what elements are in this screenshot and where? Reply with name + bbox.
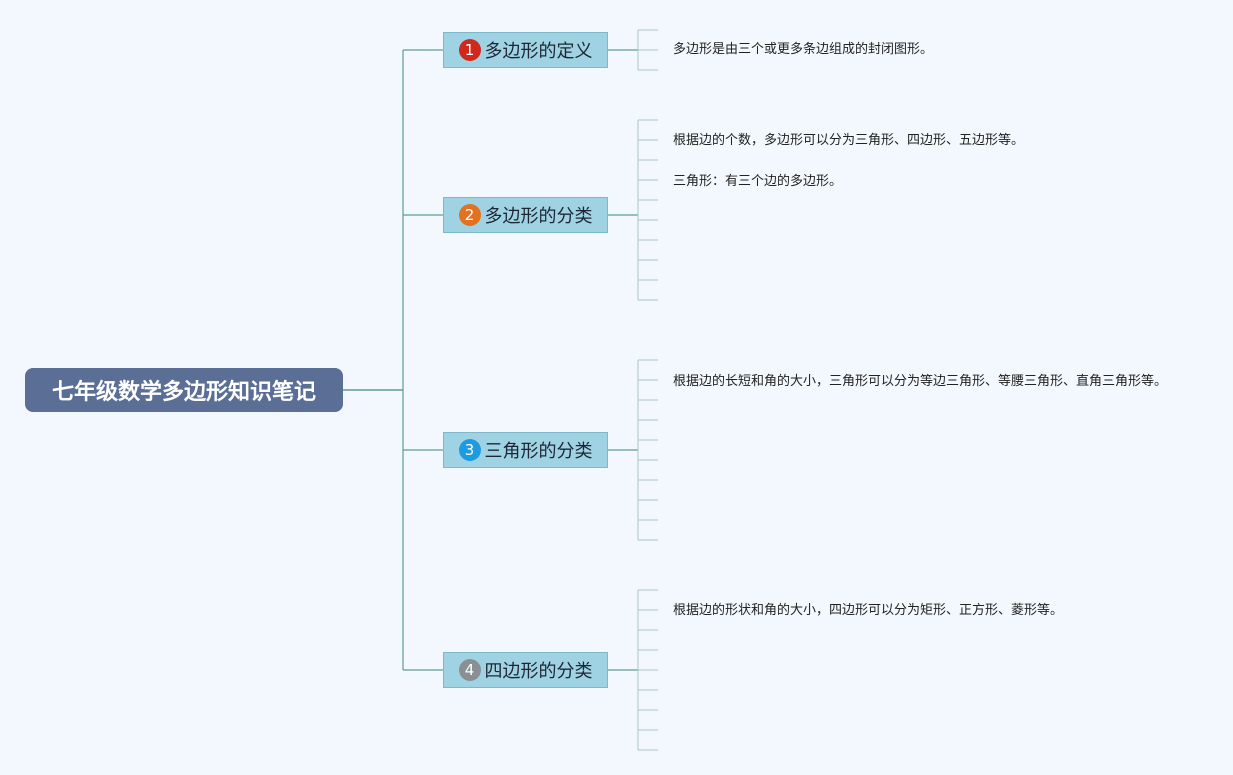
note-quadrilateral-types: 根据边的形状和角的大小，四边形可以分为矩形、正方形、菱形等。 [673,603,1064,618]
number-4-icon: 4 [458,659,481,681]
branch-label: 多边形的分类 [484,206,593,227]
number-3-icon: 3 [458,439,481,461]
branch-polygon-classification[interactable]: 2 多边形的分类 [443,197,608,233]
branch-quadrilateral-classification[interactable]: 4 四边形的分类 [443,652,608,688]
note-polygon-by-sides: 根据边的个数，多边形可以分为三角形、四边形、五边形等。 [673,133,1025,148]
branch-label: 四边形的分类 [484,661,593,682]
note-triangle-definition: 三角形：有三个边的多边形。 [673,174,843,189]
branch-triangle-classification[interactable]: 3 三角形的分类 [443,432,608,468]
branch-polygon-definition[interactable]: 1 多边形的定义 [443,32,608,68]
root-topic[interactable]: 七年级数学多边形知识笔记 [25,368,343,412]
number-2-icon: 2 [458,204,481,226]
note-polygon-definition: 多边形是由三个或更多条边组成的封闭图形。 [673,42,934,57]
branch-label: 三角形的分类 [484,441,593,462]
number-1-icon: 1 [458,39,481,61]
branch-label: 多边形的定义 [484,41,593,62]
root-title: 七年级数学多边形知识笔记 [51,380,316,405]
note-triangle-types: 根据边的长短和角的大小，三角形可以分为等边三角形、等腰三角形、直角三角形等。 [673,374,1168,389]
